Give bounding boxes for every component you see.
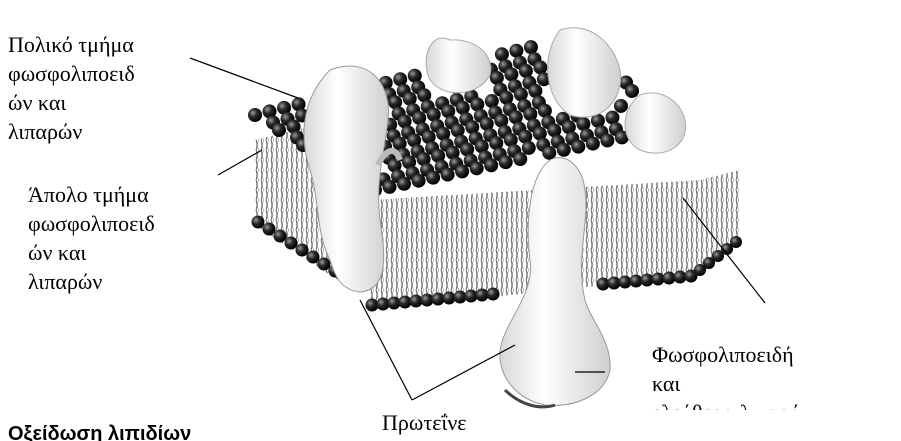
phospholipid-head bbox=[533, 60, 547, 74]
phospholipid-head bbox=[487, 288, 500, 301]
phospholipid-head bbox=[248, 108, 262, 122]
phospholipid-head bbox=[318, 258, 331, 271]
phospholipid-head bbox=[600, 133, 614, 147]
phospholipid-head bbox=[410, 295, 423, 308]
phospholipid-head bbox=[470, 161, 484, 175]
phospholipid-head bbox=[399, 296, 412, 309]
phospholipid-head bbox=[285, 237, 298, 250]
phospholipid-head bbox=[625, 84, 639, 98]
phospholipid-head bbox=[307, 251, 320, 264]
phospholipid-head bbox=[597, 278, 610, 291]
phospholipid-head bbox=[495, 47, 509, 61]
phospholipid-head bbox=[499, 155, 513, 169]
phospholipid-head bbox=[252, 216, 265, 229]
top-right-protein bbox=[548, 28, 621, 117]
phospholipid-head bbox=[274, 230, 287, 243]
phospholipid-head bbox=[443, 292, 456, 305]
phospholipid-head bbox=[377, 298, 390, 311]
phospholipid-head bbox=[608, 277, 621, 290]
phospholipid-head bbox=[272, 123, 286, 137]
phospholipid-head bbox=[586, 137, 600, 151]
phospholipids-label: Φωσφολιποειδή και ελεύθερα λιπαρά bbox=[652, 340, 897, 410]
phospholipid-head bbox=[652, 273, 665, 286]
phospholipid-head bbox=[388, 297, 401, 310]
phospholipid-head bbox=[397, 177, 411, 191]
phospholipid-head bbox=[524, 40, 538, 54]
phospholipid-head bbox=[509, 44, 523, 58]
phospholipid-head bbox=[366, 299, 379, 312]
phospholipid-head bbox=[441, 168, 455, 182]
phospholipid-head bbox=[454, 291, 467, 304]
phospholipid-head bbox=[383, 180, 397, 194]
nonpolar-part-label: Άπολο τμήμα φωσφολιποειδ ών και λιπαρών bbox=[28, 180, 238, 300]
phospholipid-head bbox=[614, 99, 628, 113]
phospholipid-head bbox=[663, 272, 676, 285]
phospholipid-head bbox=[557, 143, 571, 157]
phospholipid-head bbox=[641, 274, 654, 287]
phospholipid-head bbox=[571, 140, 585, 154]
proteins-label: Πρωτεΐνε bbox=[382, 408, 512, 441]
leader-protein-right bbox=[412, 345, 515, 400]
phospholipid-head bbox=[674, 271, 687, 284]
phospholipid-head bbox=[522, 141, 536, 155]
polar-part-label: Πολικό τμήμα φωσφολιποειδ ών και λιπαρών bbox=[8, 30, 208, 148]
section-heading: Οξείδωση λιπιδίων bbox=[8, 420, 208, 441]
phospholipid-head bbox=[412, 174, 426, 188]
phospholipid-head bbox=[455, 164, 469, 178]
right-protein bbox=[625, 93, 686, 153]
phospholipid-head bbox=[296, 244, 309, 257]
leader-protein-left bbox=[360, 300, 412, 400]
phospholipid-head bbox=[476, 289, 489, 302]
phospholipid-head bbox=[630, 275, 643, 288]
phospholipid-head bbox=[421, 294, 434, 307]
top-protein bbox=[426, 38, 491, 93]
phospholipid-head bbox=[484, 158, 498, 172]
phospholipid-head bbox=[426, 171, 440, 185]
phospholipid-head bbox=[465, 290, 478, 303]
phospholipid-head bbox=[432, 293, 445, 306]
phospholipid-head bbox=[263, 223, 276, 236]
phospholipid-head bbox=[619, 276, 632, 289]
phospholipid-head bbox=[513, 152, 527, 166]
phospholipid-head bbox=[730, 236, 742, 248]
